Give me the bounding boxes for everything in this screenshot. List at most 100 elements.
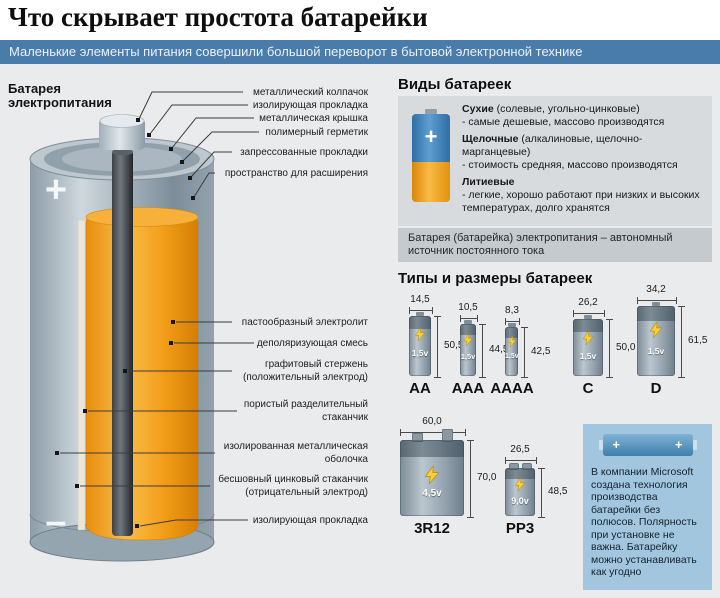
part-label: изолирующая прокладка (252, 100, 368, 111)
width-dim: 26,2 (578, 297, 598, 308)
battery-type-label: 3R12 (414, 520, 450, 537)
voltage-label: 4,5v (422, 488, 442, 499)
width-dim: 10,5 (458, 302, 478, 313)
height-dim-line (434, 316, 441, 378)
content-area: + – (0, 64, 720, 598)
part-label: графитовый стержень (положительный элект… (243, 359, 368, 383)
voltage-label: 1,5v (411, 348, 429, 358)
battery-type-label: AA (409, 380, 431, 397)
battery-type-label: PP3 (505, 520, 535, 537)
height-dim-line (479, 324, 486, 378)
sizes-heading: Типы и размеры батареек (398, 270, 593, 287)
battery-cutaway-illustration: + – (29, 91, 259, 562)
kind-item: Щелочные (алкалиновые, щелочно-марганцев… (462, 133, 708, 159)
height-dim: 70,0 (477, 472, 497, 483)
kind-name: Щелочные (462, 133, 519, 145)
battery-type-label: AAAA (490, 380, 534, 397)
definition-note: Батарея (батарейка) электропитания – авт… (398, 228, 712, 262)
lightning-icon (425, 466, 439, 484)
battery-c: 1,5v (573, 315, 603, 376)
page-title: Что скрывает простота батарейки (8, 2, 428, 32)
diagram-title: Батарея электропитания (8, 82, 112, 110)
plus-mark: + (612, 437, 621, 452)
part-label: пастообразный электролит (241, 317, 368, 328)
kind-desc: - самые дешевые, массово производятся (462, 116, 665, 128)
width-dim-line (505, 318, 520, 325)
definition-note-text: Батарея (батарейка) электропитания – авт… (408, 232, 673, 257)
height-dim: 50,5 (444, 340, 464, 351)
width-dim: 34,2 (646, 284, 666, 295)
lightning-icon (415, 328, 425, 341)
kind-qualifier: (солевые, угольно-цинковые) (496, 103, 640, 115)
battery-d: 1,5v (637, 302, 675, 376)
height-dim-line (606, 319, 613, 378)
microsoft-fact-panel: + + В компании Microsoft создана техноло… (583, 424, 712, 590)
kind-name: Сухие (462, 103, 494, 115)
terminal (412, 433, 423, 442)
battery-icon-nub (425, 109, 437, 114)
width-dim: 60,0 (422, 416, 442, 427)
width-dim: 14,5 (410, 294, 430, 305)
battery-body (29, 114, 215, 562)
width-dim-line (637, 297, 677, 304)
width-dim-line (573, 310, 605, 317)
part-label: металлическая крышка (259, 113, 368, 124)
height-dim-line (538, 468, 545, 518)
part-label: пространство для расширения (224, 168, 368, 179)
width-dim: 26,5 (510, 444, 530, 455)
voltage-label: 1,5v (579, 351, 597, 361)
diagram-title-line2: электропитания (8, 95, 112, 110)
terminal (442, 429, 453, 442)
voltage-label: 1,5v (460, 352, 476, 361)
no-polarity-battery-icon: + + (598, 434, 697, 456)
width-dim-line (409, 307, 433, 314)
battery-type-label: D (650, 380, 662, 397)
battery-aaa: 1,5v (460, 320, 476, 376)
subtitle-text: Маленькие элементы питания совершили бол… (9, 44, 583, 59)
kinds-text: Сухие (солевые, угольно-цинковые) - самы… (462, 103, 708, 215)
kind-desc: - стоимость средняя, массово производятс… (462, 159, 678, 171)
height-dim: 44,5 (489, 344, 509, 355)
battery-icon-bottom (412, 162, 450, 202)
kind-item: Сухие (солевые, угольно-цинковые) (462, 103, 708, 116)
lightning-icon (650, 322, 662, 338)
voltage-label: 1,5v (505, 353, 519, 360)
battery-3r12: 4,5v (400, 429, 464, 516)
height-dim: 48,5 (548, 486, 568, 497)
part-label: бесшовный цинковый стаканчик (отрицатель… (218, 474, 368, 498)
subtitle-bar: Маленькие элементы питания совершили бол… (0, 40, 720, 64)
kind-item: Литиевые (462, 176, 708, 189)
terminal (509, 463, 519, 470)
height-dim: 61,5 (688, 335, 708, 346)
height-dim-line (678, 306, 685, 378)
leader-dots (55, 118, 195, 528)
part-label: металлический колпачок (252, 87, 368, 98)
part-label: полимерный герметик (265, 127, 368, 138)
plus-terminal-mark: + (45, 169, 67, 211)
width-dim-line (460, 315, 478, 322)
voltage-label: 9,0v (511, 496, 529, 506)
width-dim-line (505, 457, 537, 464)
width-dim: 8,3 (505, 305, 519, 316)
terminal (522, 463, 532, 470)
height-dim-line (467, 440, 474, 518)
battery-aaaa: 1,5v (505, 323, 519, 376)
battery-type-label: AAA (451, 380, 485, 397)
height-dim: 50,0 (616, 342, 636, 353)
plus-mark: + (674, 437, 683, 452)
kind-name: Литиевые (462, 176, 515, 188)
lightning-icon (507, 336, 516, 347)
height-dim: 42,5 (531, 346, 551, 357)
kind-qualifier: (алкалиновые, щелочно-марганцевые) (462, 133, 643, 158)
microsoft-fact-text: В компании Microsoft создана технология … (591, 466, 697, 578)
lightning-icon (582, 331, 594, 345)
battery-kinds-panel: + Сухие (солевые, угольно-цинковые) - са… (398, 96, 712, 226)
minus-terminal-mark: – (45, 501, 66, 543)
lightning-icon (463, 334, 473, 346)
aa-battery-icon: + (412, 114, 450, 202)
leader-lines (60, 91, 259, 527)
part-label: деполяризующая смесь (256, 338, 368, 349)
diagram-title-line1: Батарея (8, 81, 61, 96)
kinds-heading: Виды батареек (398, 76, 512, 93)
